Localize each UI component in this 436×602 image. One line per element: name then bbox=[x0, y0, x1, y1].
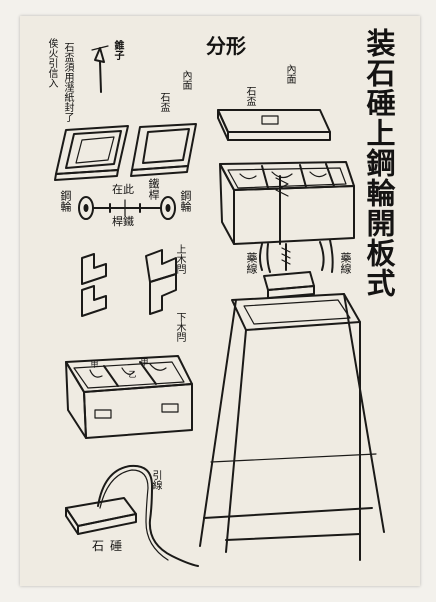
label-powder-right: 藥線 bbox=[339, 252, 352, 274]
label-bar-under: 桿鐵 bbox=[112, 215, 134, 228]
label-stone-weight: 石硾 bbox=[92, 539, 129, 553]
label-upper-bolt: 上木閂 bbox=[174, 244, 185, 274]
label-lid-top: 內面 bbox=[284, 64, 295, 84]
lid-plate bbox=[217, 109, 331, 141]
label-fen-xing: 分形 bbox=[206, 34, 246, 58]
label-powder-left: 藥線 bbox=[245, 252, 258, 274]
label-cover-bottom: 石盃 bbox=[158, 92, 169, 112]
label-wheel-right: 鋼輪 bbox=[179, 190, 192, 212]
bolt-pieces-right bbox=[145, 249, 177, 315]
note-fire: 俟火引信入 bbox=[46, 38, 57, 88]
label-box-in-mid: 甲 bbox=[140, 358, 149, 366]
page-title: 装石硾上鋼輪開板式 bbox=[362, 28, 396, 298]
stone-cover-left bbox=[54, 125, 129, 181]
stone-weight-with-rope bbox=[65, 464, 199, 567]
drill-figure bbox=[91, 45, 109, 93]
label-cover-top: 內面 bbox=[180, 70, 191, 90]
note-fuse: 石盃須用溼紙封了 bbox=[62, 42, 73, 122]
steel-wheel-axle bbox=[78, 196, 176, 220]
bolt-pieces-left bbox=[81, 253, 107, 317]
label-drill: 錐子 bbox=[112, 40, 123, 60]
label-box-in-left: 甲 bbox=[90, 360, 99, 368]
wooden-stand bbox=[199, 293, 385, 561]
main-box bbox=[219, 161, 355, 273]
label-fuse-rope: 引線 bbox=[150, 470, 161, 490]
open-box bbox=[65, 355, 193, 439]
label-wheel-left: 鋼輪 bbox=[59, 190, 72, 212]
label-bar-right: 鐵桿 bbox=[147, 178, 160, 200]
label-box-in-right: 乙 bbox=[128, 370, 137, 378]
stand-block bbox=[263, 271, 315, 299]
label-bar-left: 在此 bbox=[112, 183, 134, 196]
stone-cover-right bbox=[130, 123, 197, 177]
label-lower-bolt: 下木閂 bbox=[174, 312, 185, 342]
label-lid-bottom: 石盃 bbox=[244, 86, 255, 106]
